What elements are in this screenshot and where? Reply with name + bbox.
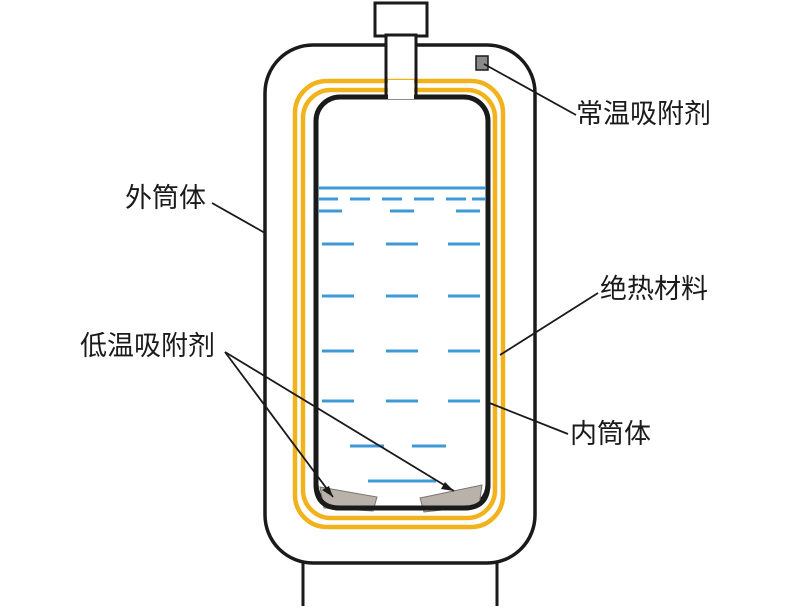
- label-inner-shell: 内筒体: [570, 419, 651, 450]
- leader-room-temp-adsorbent: [483, 63, 577, 116]
- leader-low-temp-adsorbent-right: [224, 351, 455, 492]
- leader-lines: [211, 63, 599, 498]
- label-insulation: 绝热材料: [600, 274, 708, 305]
- arrowhead-right: [441, 482, 454, 491]
- neck-connection-walls: [384, 78, 418, 98]
- leader-arrowheads: [322, 482, 454, 497]
- leader-low-temp-adsorbent-left: [224, 351, 334, 498]
- leader-outer-shell: [211, 202, 266, 234]
- top-cap: [373, 1, 429, 38]
- leader-insulation: [499, 292, 599, 356]
- room-temp-adsorbent-block: [475, 55, 489, 71]
- leader-inner-shell: [486, 401, 569, 435]
- inner-shell-bottom: [313, 483, 491, 511]
- arrowhead-left: [322, 486, 333, 497]
- label-low-temp-adsorbent: 低温吸附剂: [80, 331, 215, 362]
- inner-shell: [313, 94, 491, 511]
- neck-connection: [388, 80, 414, 99]
- label-room-temp-adsorbent: 常温吸附剂: [576, 99, 711, 130]
- label-outer-shell: 外筒体: [125, 183, 206, 214]
- liquid-level: [318, 186, 486, 483]
